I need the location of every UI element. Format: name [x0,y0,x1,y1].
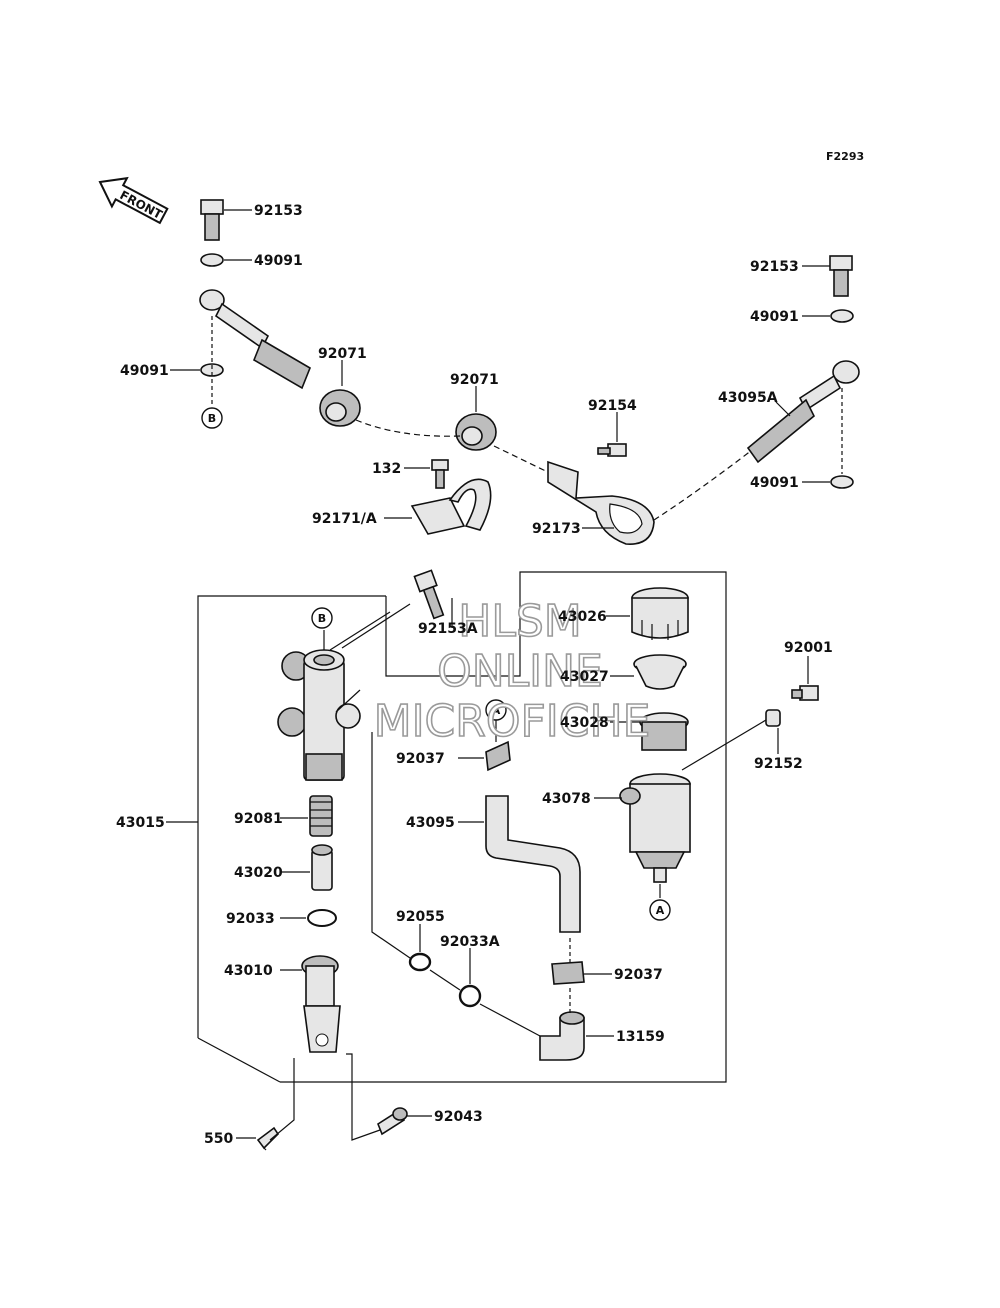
svg-text:MICROFICHE: MICROFICHE [374,696,651,747]
callout-a-bottom: A [649,899,671,921]
part-label: 43020 [234,865,283,881]
washer-bottom-right [830,475,854,489]
bolt-92154 [597,443,627,457]
part-label: 43095 [406,815,455,831]
assembly-bracket [197,595,386,1038]
svg-text:A: A [492,704,501,717]
svg-text:B: B [318,612,326,625]
part-label: 43026 [558,609,607,625]
circlip-92033a [458,984,482,1008]
master-cylinder-body [277,649,361,781]
part-label: 43095A [718,390,778,406]
part-label: 92055 [396,909,445,925]
banjo-fitting-left [199,289,311,390]
part-label: 13159 [616,1029,665,1045]
part-label: 92153 [750,259,799,275]
part-label: 92153A [418,621,478,637]
banjo-fitting-right [746,360,860,464]
part-label: 132 [372,461,401,477]
part-label: 92037 [614,967,663,983]
part-label: 49091 [120,363,169,379]
part-label: 92173 [532,521,581,537]
banjo-bolt-right [829,255,853,297]
diaphragm-plate-43027 [633,654,687,690]
part-label: 49091 [750,475,799,491]
part-label: 43010 [224,963,273,979]
bolt-92001 [791,685,819,701]
watermark: HLSM ONLINE MICROFICHE [373,595,651,748]
bolt-132 [431,459,449,489]
part-label: 92001 [784,640,833,656]
part-label: 92037 [396,751,445,767]
callout-a-top: A [485,699,507,721]
part-label: 92033 [226,911,275,927]
reservoir-43078 [619,773,691,883]
part-label: 92081 [234,811,283,827]
front-arrow-icon: FRONT [98,176,169,225]
part-label: 92071 [450,372,499,388]
figure-code: F2293 [826,150,864,163]
part-label: 43078 [542,791,591,807]
callout-b-top: B [201,407,223,429]
washer-top-left [200,253,224,267]
banjo-bolt-left [200,199,224,241]
grommet-left [319,389,361,427]
part-label: 49091 [750,309,799,325]
spring-92081 [309,795,333,837]
circlip-92033 [307,909,337,927]
clamp-92037-top [485,740,511,772]
svg-text:A: A [656,904,665,917]
part-label: 43028 [560,715,609,731]
svg-text:B: B [208,412,216,425]
piston-43020 [311,844,333,891]
part-label: 550 [204,1131,233,1147]
washer-top-right [830,309,854,323]
part-label: 92043 [434,1109,483,1125]
part-label: 92152 [754,756,803,772]
collar-92152 [765,709,781,727]
part-label: 92171/A [312,511,377,527]
reservoir-cap-43026 [631,587,689,640]
banjo-bolt-92153a [413,569,445,620]
part-label: 92154 [588,398,637,414]
svg-text:HLSM: HLSM [458,596,582,647]
part-label: 43015 [116,815,165,831]
push-rod-43010 [301,955,341,1053]
part-label: 49091 [254,253,303,269]
callout-b-bottom: B [311,607,333,629]
part-label: 92033A [440,934,500,950]
part-label: 92071 [318,346,367,362]
clamp-92171a [410,478,492,535]
diaphragm-43028 [639,712,689,751]
hose-guide-92173 [547,460,655,545]
part-label: 92153 [254,203,303,219]
o-ring-92055 [408,952,432,972]
hose-43095 [485,795,581,933]
elbow-13159 [539,1011,585,1061]
svg-text:ONLINE: ONLINE [437,646,603,697]
cotter-pin-550 [256,1126,280,1151]
part-label: 43027 [560,669,609,685]
pin-92043 [377,1107,408,1136]
clamp-92037-bottom [551,961,585,985]
grommet-middle [455,413,497,451]
